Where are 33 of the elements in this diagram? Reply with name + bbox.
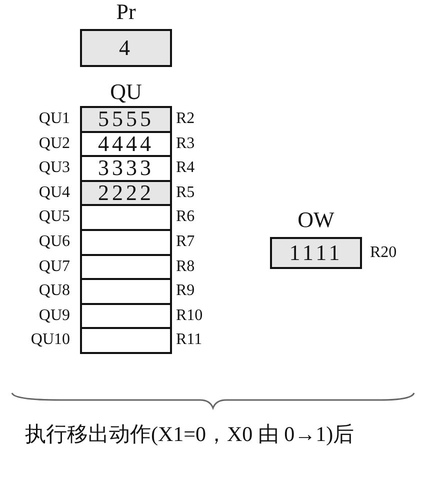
value-cell: 5555 (80, 106, 172, 133)
register-label: R20 (370, 243, 397, 263)
register-label: R10 (176, 306, 203, 326)
register-label: R8 (176, 256, 195, 277)
register-label: QU8 (38, 281, 70, 302)
register-label: R9 (176, 281, 195, 302)
empty-cell (80, 204, 172, 231)
empty-cell (80, 327, 172, 354)
heading: Pr (115, 0, 137, 24)
empty-cell (80, 229, 172, 256)
register-label: QU1 (38, 109, 70, 129)
value-cell: 4 (80, 29, 172, 67)
register-label: R6 (176, 207, 195, 228)
empty-cell (80, 278, 172, 305)
register-label: QU9 (38, 306, 70, 326)
register-label: QU7 (38, 256, 70, 277)
register-label: QU2 (38, 134, 70, 154)
register-label: QU3 (38, 158, 70, 178)
register-label: R7 (176, 232, 195, 252)
register-label: QU6 (38, 232, 70, 252)
register-label: R11 (176, 330, 202, 350)
register-label: QU4 (38, 182, 70, 203)
value-cell: 1111 (270, 237, 362, 269)
register-label: QU5 (38, 207, 70, 228)
register-label: R5 (176, 182, 195, 203)
register-label: R3 (176, 134, 195, 154)
value-cell: 3333 (80, 155, 172, 182)
heading: OW (296, 208, 336, 232)
register-label: R4 (176, 158, 195, 178)
register-label: R2 (176, 109, 195, 129)
heading: QU (109, 80, 143, 104)
caption: 执行移出动作(X1=0，X0 由 0→1)后 (25, 421, 354, 448)
register-label: QU10 (30, 330, 70, 350)
